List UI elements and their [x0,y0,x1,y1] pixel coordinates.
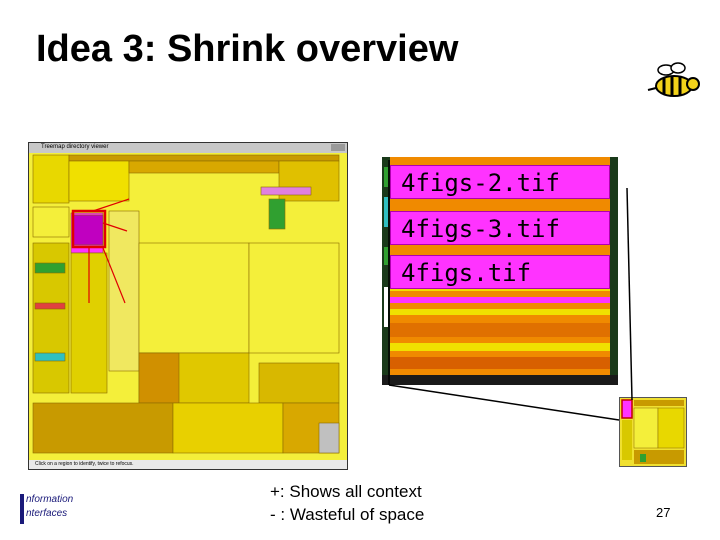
status-text: Click on a region to identify, twice to … [35,461,134,467]
logo-bar [20,494,24,524]
file-label-4figs-3: 4figs-3.tif [390,211,610,245]
file-label-4figs: 4figs.tif [390,255,610,289]
logo-line1: nformation [26,494,74,505]
window-title: Treemap directory viewer [41,144,109,150]
mini-overview[interactable] [619,397,687,467]
mini-treemap-graphic [620,398,686,466]
zoom-inset: 4figs-2.tif 4figs-3.tif 4figs.tif [382,157,618,385]
bullet-pro: +: Shows all context [270,482,422,501]
bullet-con: - : Wasteful of space [270,505,425,524]
file-label-4figs-2: 4figs-2.tif [390,165,610,199]
slide-title: Idea 3: Shrink overview [36,28,459,70]
information-interfaces-logo: nformation nterfaces [20,492,80,526]
logo-line2: nterfaces [26,508,68,519]
status-bar: Click on a region to identify, twice to … [29,460,347,469]
treemap-screenshot: Treemap directory viewer [28,142,348,470]
window-close-button[interactable] [331,144,345,151]
treemap-graphic [29,153,347,461]
bee-mascot-icon [647,62,700,97]
page-number: 27 [656,505,671,520]
bullet-list: +: Shows all context - : Wasteful of spa… [270,480,424,526]
